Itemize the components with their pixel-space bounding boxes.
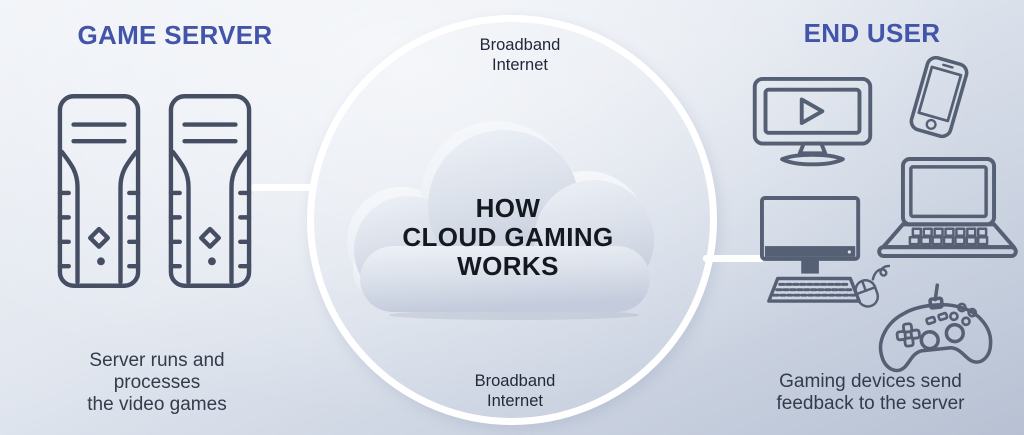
caption-line: feedback to the server xyxy=(776,393,965,414)
laptop-icon xyxy=(877,157,1018,258)
server-tower-icon xyxy=(168,94,252,288)
cloud-icon xyxy=(347,121,654,320)
server-tower-icon xyxy=(57,94,141,288)
caption-line: processes xyxy=(113,372,201,393)
caption-line: the video games xyxy=(87,394,227,415)
broadband-ring xyxy=(307,15,717,425)
heading-line: HOW xyxy=(475,193,541,223)
caption-line: Gaming devices send xyxy=(779,371,962,392)
mouse-icon xyxy=(854,264,890,308)
game-server-title: GAME SERVER xyxy=(77,20,273,50)
tv-play-icon xyxy=(752,77,873,167)
heading-line: WORKS xyxy=(457,251,559,281)
smartphone-icon xyxy=(909,55,969,139)
heading-line: CLOUD GAMING xyxy=(402,222,614,252)
broadband-label-top: Broadband Internet xyxy=(430,35,610,75)
broadband-label-bottom: Broadband Internet xyxy=(425,371,605,411)
label-line: Broadband xyxy=(479,36,561,54)
desktop-computer-icon xyxy=(760,196,861,303)
server-icons-group xyxy=(57,93,252,289)
caption-line: Server runs and xyxy=(89,350,225,371)
game-server-caption: Server runs and processes the video game… xyxy=(32,350,282,416)
connector-line-left xyxy=(251,184,315,191)
label-line: Broadband xyxy=(474,372,556,390)
label-line: Internet xyxy=(492,56,548,74)
connector-line-right xyxy=(703,255,764,262)
game-controller-icon xyxy=(878,283,993,373)
end-user-caption: Gaming devices send feedback to the serv… xyxy=(728,371,1013,415)
label-line: Internet xyxy=(487,392,543,410)
end-user-title: END USER xyxy=(803,18,941,48)
main-heading: HOW CLOUD GAMING WORKS xyxy=(358,194,658,281)
